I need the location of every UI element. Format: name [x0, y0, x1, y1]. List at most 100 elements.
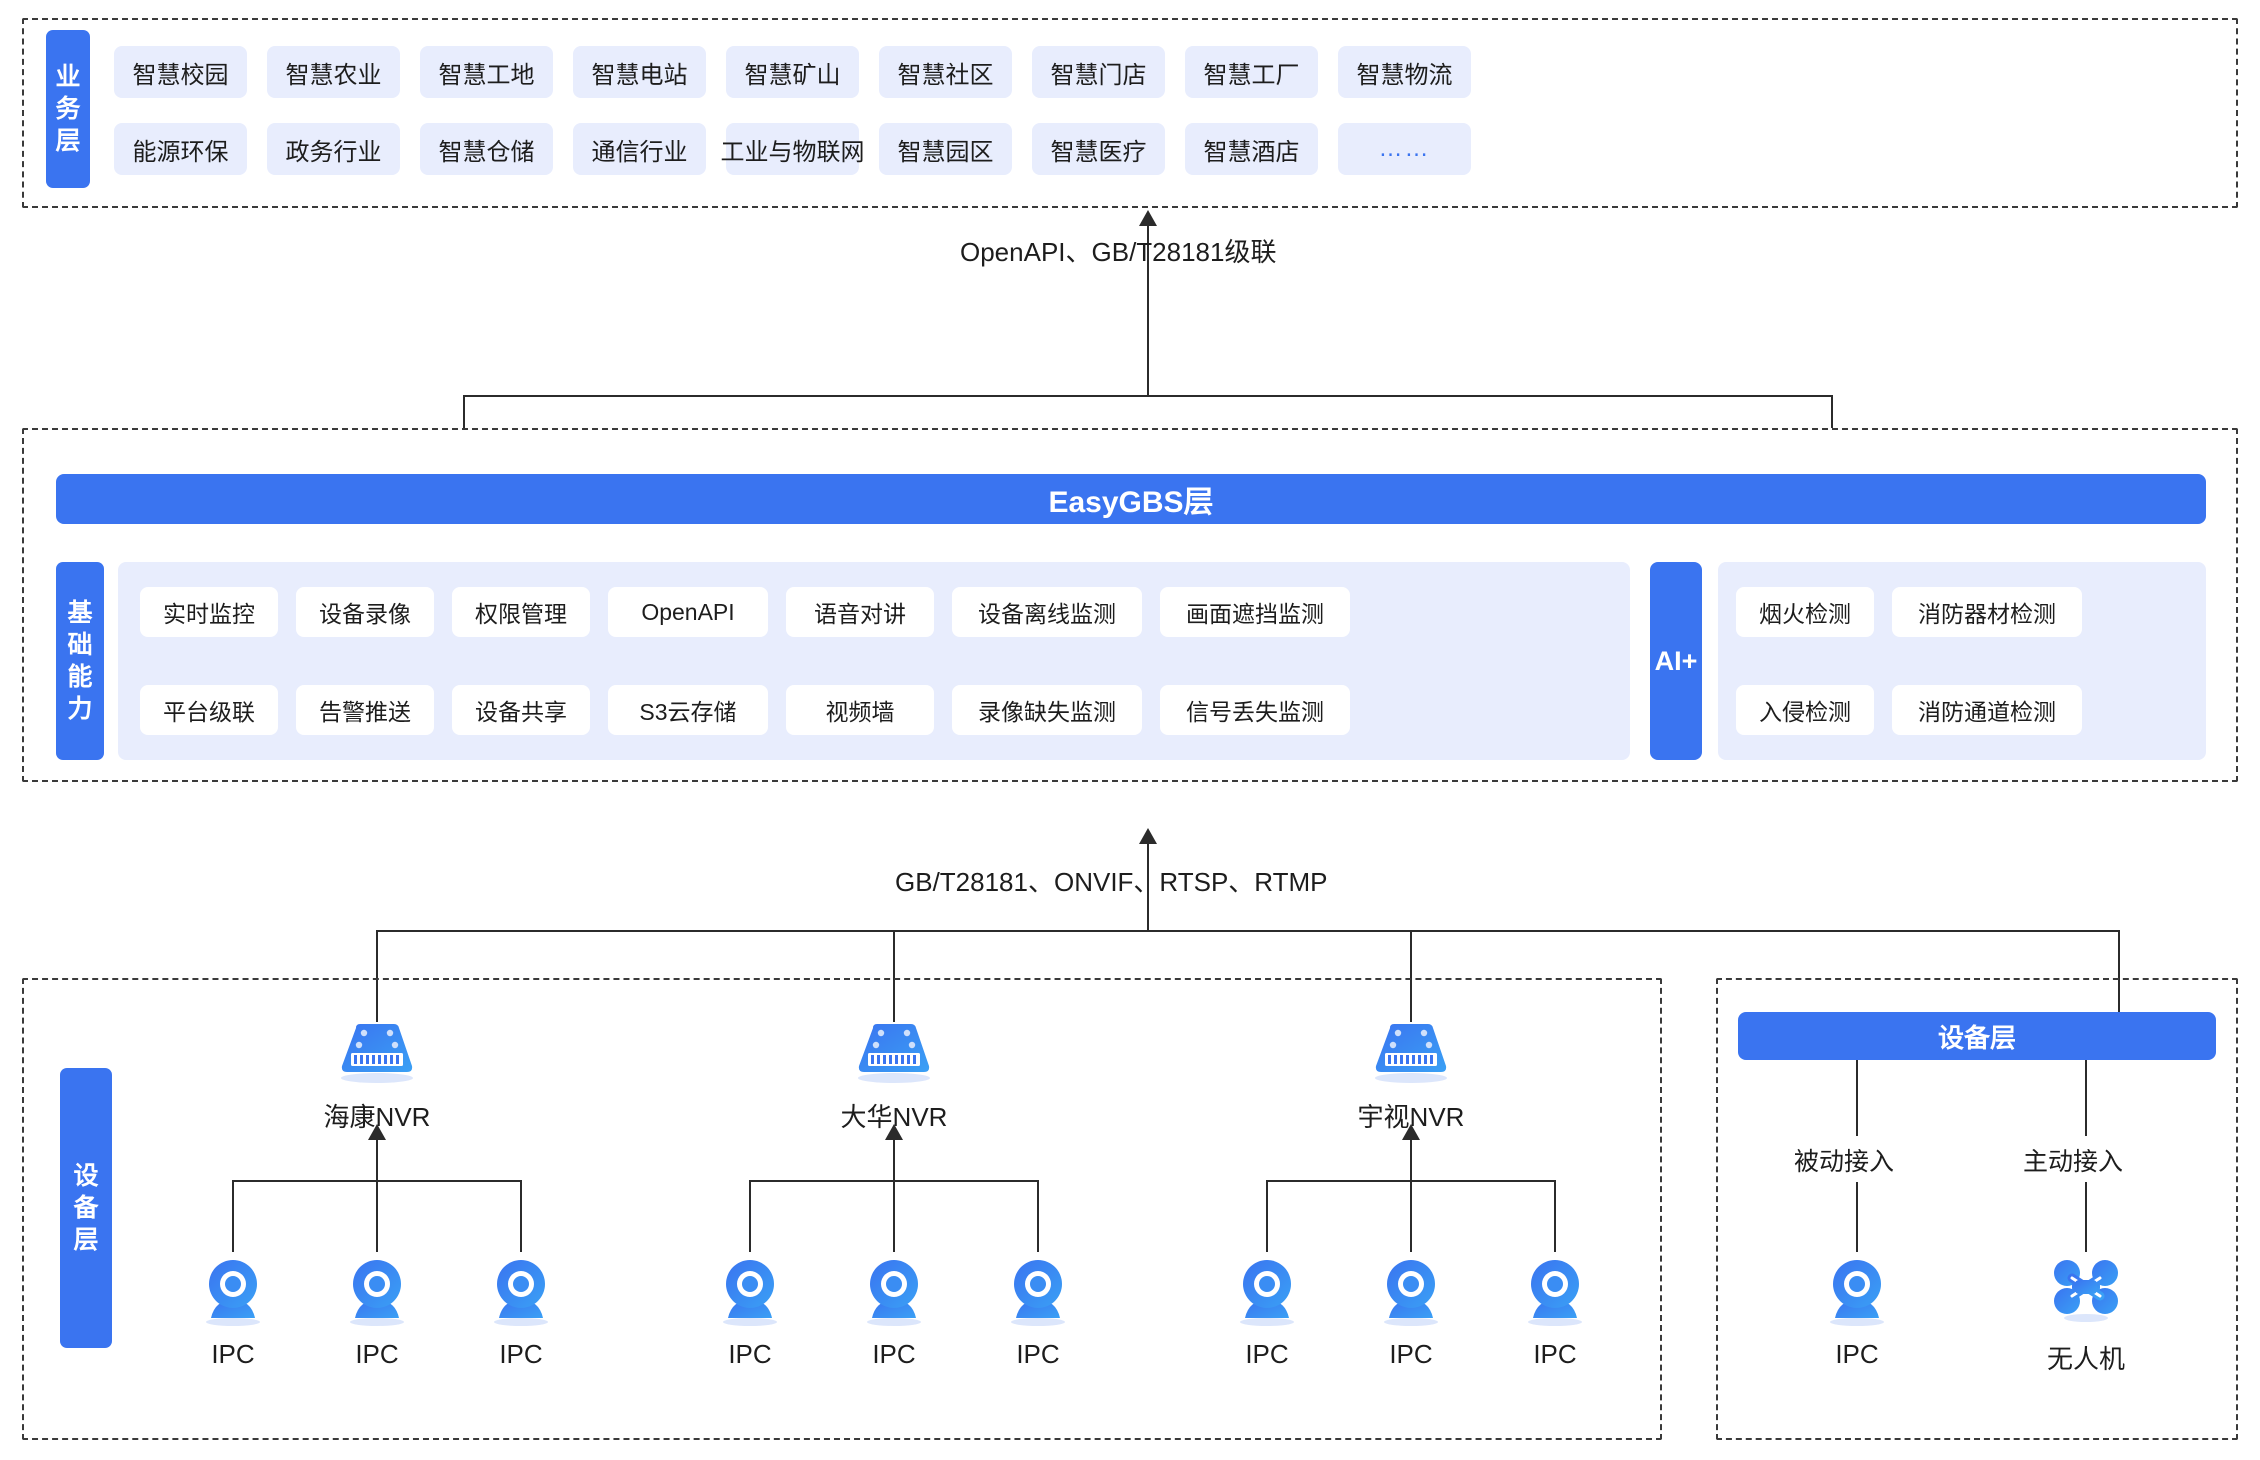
- nvr-icon: [341, 1024, 413, 1083]
- device-right-drop-active: [2085, 1182, 2087, 1252]
- ai-item[interactable]: 烟火检测: [1736, 587, 1874, 637]
- business-item[interactable]: 能源环保: [114, 123, 247, 175]
- ai-plus-label: AI+: [1650, 562, 1702, 760]
- easygbs-title-text: EasyGBS层: [1048, 486, 1214, 519]
- capability-item[interactable]: 语音对讲: [786, 587, 934, 637]
- platform-layer-container: [22, 428, 2238, 782]
- device-layer-left-container: [22, 978, 1662, 1440]
- drone-icon: [2054, 1260, 2118, 1322]
- capability-item[interactable]: 画面遮挡监测: [1160, 587, 1350, 637]
- business-item[interactable]: 智慧工厂: [1185, 46, 1318, 98]
- nvr-drop: [1266, 1180, 1268, 1252]
- connector2-line-horizontal: [376, 930, 2120, 932]
- camera-icon: [867, 1260, 921, 1326]
- nvr-icon: [1375, 1024, 1447, 1083]
- ai-grid: 烟火检测 消防器材检测 入侵检测 消防通道检测: [1736, 587, 2082, 735]
- business-item[interactable]: 智慧社区: [879, 46, 1012, 98]
- capability-item[interactable]: OpenAPI: [608, 587, 768, 637]
- capability-item[interactable]: 设备共享: [452, 685, 590, 735]
- capability-item[interactable]: 设备录像: [296, 587, 434, 637]
- capability-item[interactable]: 设备离线监测: [952, 587, 1142, 637]
- camera-icon: [1830, 1260, 1884, 1326]
- ipc-group: IPC: [846, 1256, 942, 1370]
- business-item[interactable]: 工业与物联网: [721, 123, 865, 175]
- nvr-group: 宇视NVR: [1340, 1022, 1482, 1134]
- connector-bottom-label: GB/T28181、ONVIF、RTSP、RTMP: [895, 867, 1328, 897]
- capability-row-2: 平台级联 告警推送 设备共享 S3云存储 视频墙 录像缺失监测 信号丢失监测: [140, 685, 1350, 735]
- device-right-drop-passive: [1856, 1182, 1858, 1252]
- ipc-group: IPC: [1363, 1256, 1459, 1370]
- ipc-group: IPC: [185, 1256, 281, 1370]
- ai-item[interactable]: 入侵检测: [1736, 685, 1874, 735]
- connector2-branch-nvr3: [1410, 930, 1412, 1022]
- nvr-group: 大华NVR: [823, 1022, 965, 1134]
- camera-icon: [723, 1260, 777, 1326]
- business-layer-grid: 智慧校园 智慧农业 智慧工地 智慧电站 智慧矿山 智慧社区 智慧门店 智慧工厂 …: [114, 46, 2218, 175]
- ipc-label: IPC: [1533, 1339, 1577, 1369]
- ai-item[interactable]: 消防通道检测: [1892, 685, 2082, 735]
- device-layer-right-title[interactable]: 设备层: [1738, 1012, 2216, 1060]
- business-item[interactable]: 智慧仓储: [420, 123, 553, 175]
- connector-branch-right: [1831, 395, 1833, 428]
- capability-item[interactable]: 平台级联: [140, 685, 278, 735]
- ipc-label: IPC: [211, 1339, 255, 1369]
- nvr-icon: [858, 1024, 930, 1083]
- business-item-more[interactable]: ……: [1338, 123, 1471, 175]
- capability-item[interactable]: 权限管理: [452, 587, 590, 637]
- business-item[interactable]: 智慧酒店: [1185, 123, 1318, 175]
- easygbs-title-bar[interactable]: EasyGBS层: [56, 474, 2206, 524]
- nvr-uplink: [893, 1140, 895, 1182]
- connector-branch-left: [463, 395, 465, 428]
- capability-item[interactable]: 视频墙: [786, 685, 934, 735]
- nvr-drop: [893, 1180, 895, 1252]
- business-item[interactable]: 智慧工地: [420, 46, 553, 98]
- ipc-label: IPC: [499, 1339, 543, 1369]
- ipc-group-passive: IPC: [1809, 1256, 1905, 1370]
- connector2-branch-right: [2118, 930, 2120, 1012]
- ai-item[interactable]: 消防器材检测: [1892, 587, 2082, 637]
- nvr-drop: [1410, 1180, 1412, 1252]
- business-item[interactable]: 智慧医疗: [1032, 123, 1165, 175]
- nvr-arrow-up: [885, 1124, 903, 1140]
- camera-icon: [1528, 1260, 1582, 1326]
- business-item[interactable]: 智慧电站: [573, 46, 706, 98]
- connector2-branch-nvr1: [376, 930, 378, 1022]
- ipc-label: IPC: [355, 1339, 399, 1369]
- business-item[interactable]: 智慧矿山: [726, 46, 859, 98]
- capability-panel: 实时监控 设备录像 权限管理 OpenAPI 语音对讲 设备离线监测 画面遮挡监…: [118, 562, 1630, 760]
- ipc-group: IPC: [702, 1256, 798, 1370]
- ipc-label: IPC: [728, 1339, 772, 1369]
- business-item[interactable]: 智慧校园: [114, 46, 247, 98]
- capability-item[interactable]: S3云存储: [608, 685, 768, 735]
- connector-top-label: OpenAPI、GB/T28181级联: [960, 237, 1277, 267]
- nvr-drop: [1037, 1180, 1039, 1252]
- connector-arrow-up: [1139, 210, 1157, 226]
- business-item[interactable]: 智慧园区: [879, 123, 1012, 175]
- business-item[interactable]: 智慧门店: [1032, 46, 1165, 98]
- connector-line-vertical: [1147, 226, 1149, 396]
- ai-panel: 烟火检测 消防器材检测 入侵检测 消防通道检测: [1718, 562, 2206, 760]
- capability-item[interactable]: 信号丢失监测: [1160, 685, 1350, 735]
- capability-item[interactable]: 实时监控: [140, 587, 278, 637]
- capability-row-1: 实时监控 设备录像 权限管理 OpenAPI 语音对讲 设备离线监测 画面遮挡监…: [140, 587, 1350, 637]
- camera-icon: [494, 1260, 548, 1326]
- ai-plus-text: AI+: [1654, 645, 1698, 676]
- business-item[interactable]: 智慧农业: [267, 46, 400, 98]
- drone-label: 无人机: [2046, 1344, 2125, 1374]
- nvr-uplink: [376, 1140, 378, 1182]
- nvr-uplink: [1410, 1140, 1412, 1182]
- business-item[interactable]: 智慧物流: [1338, 46, 1471, 98]
- capability-item[interactable]: 告警推送: [296, 685, 434, 735]
- capability-item[interactable]: 录像缺失监测: [952, 685, 1142, 735]
- ipc-group: IPC: [1219, 1256, 1315, 1370]
- camera-icon: [350, 1260, 404, 1326]
- ai-row-1: 烟火检测 消防器材检测: [1736, 587, 2082, 637]
- access-mode-label: 主动接入: [2023, 1148, 2124, 1176]
- camera-icon: [1011, 1260, 1065, 1326]
- business-item[interactable]: 政务行业: [267, 123, 400, 175]
- device-right-branch-active: [2085, 1060, 2087, 1136]
- business-item[interactable]: 通信行业: [573, 123, 706, 175]
- ai-row-2: 入侵检测 消防通道检测: [1736, 685, 2082, 735]
- connector-line-horizontal: [463, 395, 1833, 397]
- nvr-drop: [749, 1180, 751, 1252]
